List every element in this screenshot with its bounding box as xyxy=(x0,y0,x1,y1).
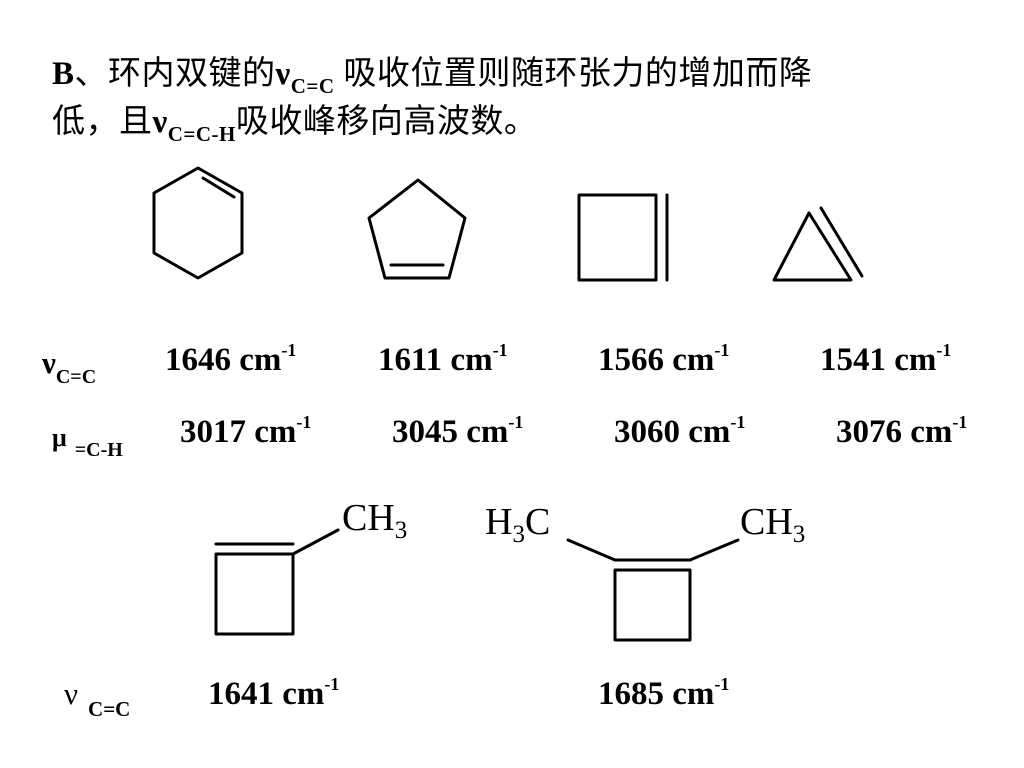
chem-subscript: 3 xyxy=(512,521,525,548)
headline-prefix: B xyxy=(52,56,75,92)
freq-value: 3076 cm xyxy=(836,414,953,450)
methyl-label-right-1: CH3 xyxy=(342,496,407,543)
bottom-cc-symbol: ν xyxy=(64,676,79,711)
methylcyclobutene-icon xyxy=(214,528,340,636)
freq-cc-cyclopentene: 1611 cm-1 xyxy=(378,340,508,379)
freq-cch-cyclopropene: 3076 cm-1 xyxy=(836,412,968,451)
row-cch-symbol-sub: =C-H xyxy=(74,439,123,461)
cyclohexene-icon xyxy=(152,166,244,280)
freq-value: 1541 cm xyxy=(820,342,937,378)
freq-cc-cyclopropene: 1541 cm-1 xyxy=(820,340,952,379)
headline-text-4: 吸收峰移向高波数。 xyxy=(235,104,538,140)
freq-value: 1685 cm xyxy=(598,676,715,712)
freq-cc-cyclohexene: 1646 cm-1 xyxy=(165,340,297,379)
freq-methylcyclobutene: 1641 cm-1 xyxy=(208,674,340,713)
freq-cch-cyclobutene: 3060 cm-1 xyxy=(614,412,746,451)
freq-unit-exp: -1 xyxy=(714,674,730,694)
chem-text: C xyxy=(524,501,551,543)
row-cc-symbol-sub: C=C xyxy=(55,366,97,388)
freq-value: 3017 cm xyxy=(180,414,297,450)
freq-value: 3060 cm xyxy=(614,414,731,450)
freq-value: 1611 cm xyxy=(378,342,493,378)
freq-cch-cyclohexene: 3017 cm-1 xyxy=(180,412,312,451)
freq-unit-exp: -1 xyxy=(508,412,524,432)
row-cch-symbol: μ xyxy=(52,423,67,452)
headline-nu-2: ν xyxy=(152,104,168,140)
cyclopropene-icon xyxy=(772,206,864,282)
cyclopentene-icon xyxy=(367,178,467,280)
freq-unit-exp: -1 xyxy=(281,340,297,360)
cyclobutene-icon xyxy=(577,193,669,282)
headline-nu-1: ν xyxy=(275,56,291,92)
methyl-label-right-2: CH3 xyxy=(740,500,805,547)
chem-subscript: 3 xyxy=(394,517,408,544)
freq-unit-exp: -1 xyxy=(492,340,508,360)
freq-value: 3045 cm xyxy=(392,414,509,450)
freq-unit-exp: -1 xyxy=(730,412,746,432)
freq-cch-cyclopentene: 3045 cm-1 xyxy=(392,412,524,451)
freq-cc-cyclobutene: 1566 cm-1 xyxy=(598,340,730,379)
row-cch-label: μ =C-H xyxy=(52,418,123,460)
chem-text: CH xyxy=(342,497,395,539)
methyl-label-left-2: H3C xyxy=(485,500,551,547)
freq-unit-exp: -1 xyxy=(952,412,968,432)
row-cc-label: νC=C xyxy=(42,345,96,387)
freq-value: 1646 cm xyxy=(165,342,282,378)
freq-unit-exp: -1 xyxy=(324,674,340,694)
chem-subscript: 3 xyxy=(792,521,806,548)
freq-value: 1566 cm xyxy=(598,342,715,378)
freq-unit-exp: -1 xyxy=(936,340,952,360)
bottom-cc-symbol-sub: C=C xyxy=(88,697,131,721)
chem-text: CH xyxy=(740,501,793,543)
headline-nu-2-sub: C=C-H xyxy=(167,122,236,146)
freq-unit-exp: -1 xyxy=(296,412,312,432)
dimethylcyclobutene-icon xyxy=(566,538,740,642)
headline-text-2: 吸收位置则随环张力的增加而降 xyxy=(334,56,813,92)
headline-text-1: 、环内双键的 xyxy=(74,56,276,92)
freq-dimethylcyclobutene: 1685 cm-1 xyxy=(598,674,730,713)
freq-unit-exp: -1 xyxy=(714,340,730,360)
row-cc-symbol: ν xyxy=(42,345,56,380)
headline-nu-1-sub: C=C xyxy=(290,74,335,98)
headline-text: B、环内双键的νC=C 吸收位置则随环张力的增加而降 低，且νC=C-H吸收峰移… xyxy=(52,50,992,146)
chem-text: H xyxy=(485,501,513,543)
freq-value: 1641 cm xyxy=(208,676,325,712)
headline-text-3: 低，且 xyxy=(52,104,153,140)
